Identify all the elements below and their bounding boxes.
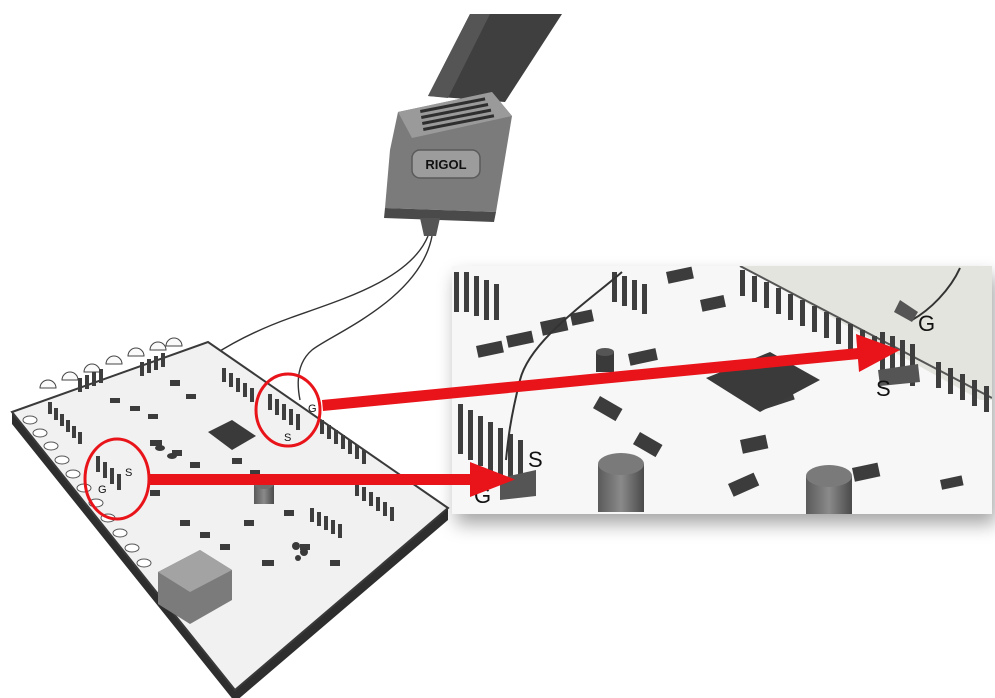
inset-header2-signal-label: S xyxy=(876,376,891,401)
probe-vent-slots xyxy=(420,97,495,131)
board-header1-signal-label: S xyxy=(125,467,132,479)
board-smd-components xyxy=(110,380,340,566)
arrow-to-inset-header-1 xyxy=(150,462,515,497)
probe-cable xyxy=(428,14,562,102)
board-header2-signal-label: S xyxy=(284,432,291,444)
inset-header1-signal-label: S xyxy=(528,447,543,472)
arrow-to-inset-header-2 xyxy=(322,334,900,411)
board-buttons xyxy=(39,337,183,389)
highlight-circle-2 xyxy=(254,372,322,448)
board-pin-header-upper xyxy=(222,368,254,402)
board-test-header-2 xyxy=(268,394,300,430)
zoom-inset: G S G S xyxy=(452,266,992,514)
board-main-ic xyxy=(208,420,256,450)
board-header1-ground-label: G xyxy=(98,484,107,496)
board-test-header-1 xyxy=(96,456,121,490)
circuit-board: G S G S xyxy=(10,337,450,698)
board-small-caps xyxy=(155,445,308,561)
board-pin-header-left xyxy=(48,402,82,444)
inset-capacitor-1 xyxy=(598,453,644,512)
inset-header2-ground-label: G xyxy=(918,311,935,336)
board-pin-header-right xyxy=(310,420,394,538)
probe-head: RIGOL xyxy=(384,92,512,236)
inset-top-left-header xyxy=(454,272,647,320)
probe-logo-plate xyxy=(411,149,481,179)
board-header2-ground-label: G xyxy=(308,403,317,415)
inset-capacitor-2 xyxy=(806,465,852,514)
inset-smd-components xyxy=(476,266,964,497)
highlight-circle-1 xyxy=(83,437,151,521)
inset-probe-leads xyxy=(505,267,961,461)
board-pin-header-top xyxy=(78,353,165,392)
probe-logo-text: RIGOL xyxy=(425,157,466,172)
board-connector-block xyxy=(158,550,232,624)
inset-transistor xyxy=(596,348,614,372)
